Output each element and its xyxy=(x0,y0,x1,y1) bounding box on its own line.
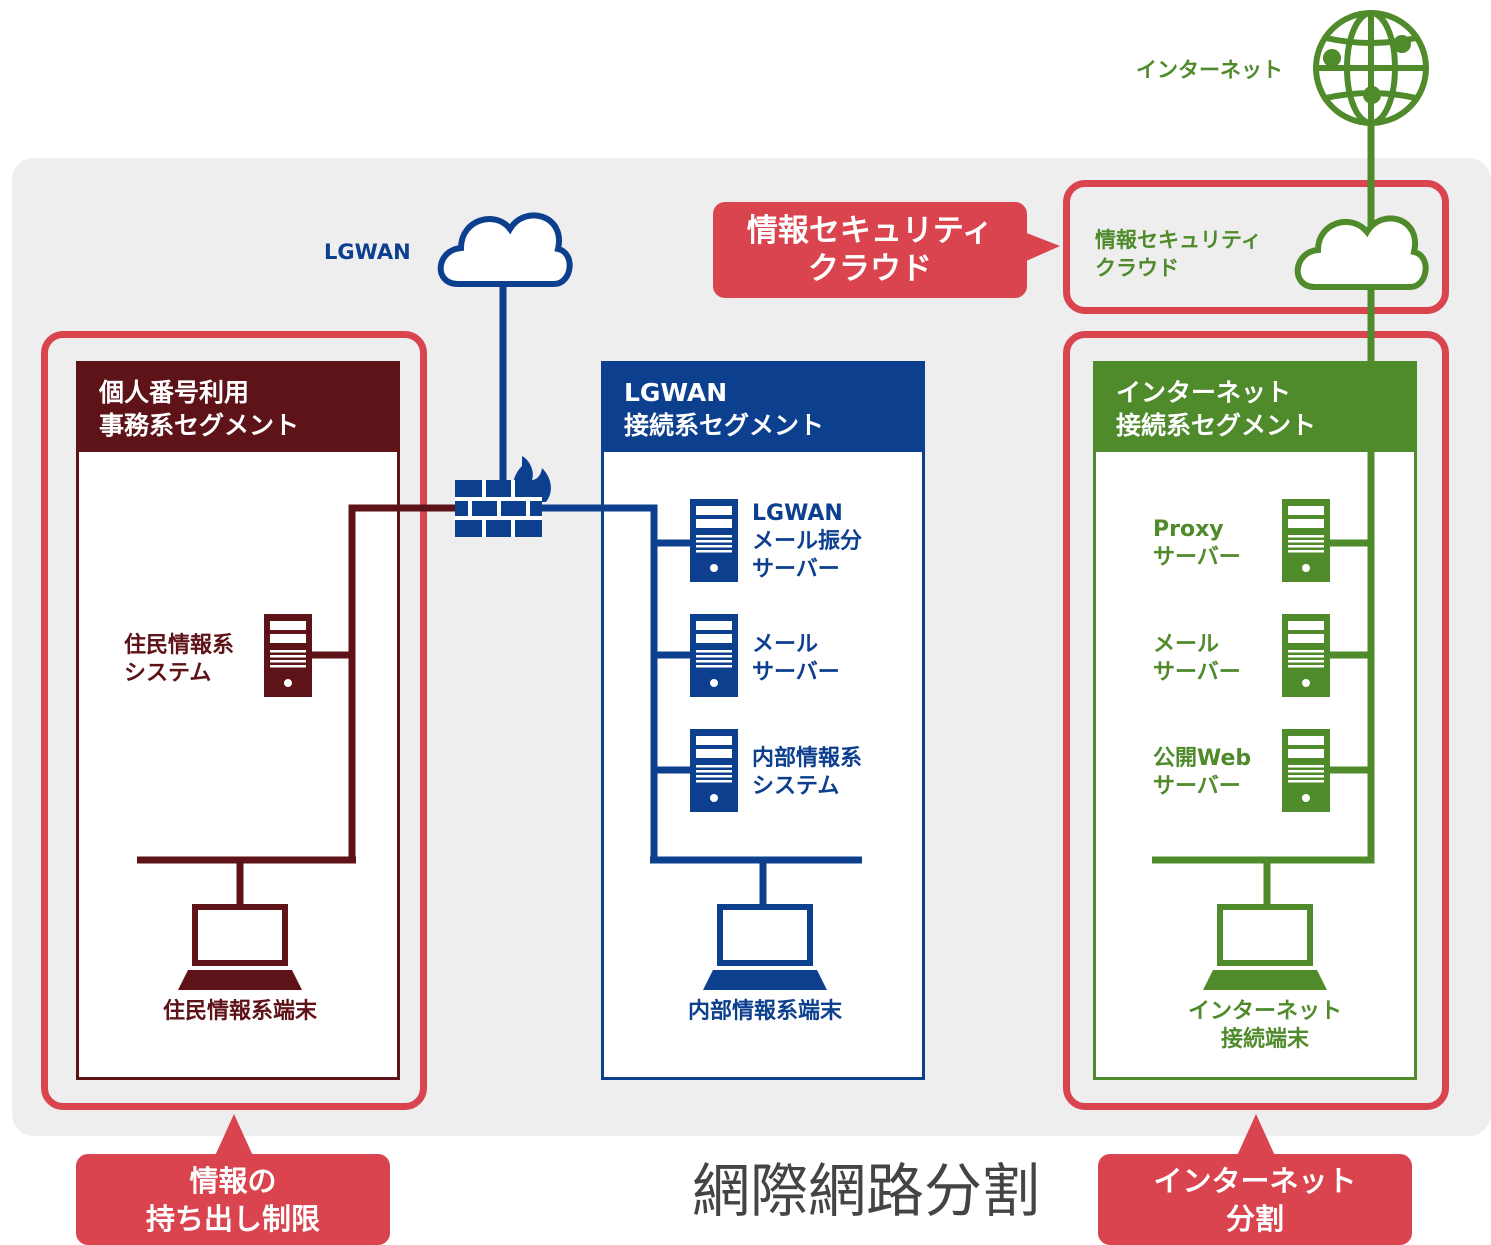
security-cloud-callout: 情報セキュリティ クラウド xyxy=(713,202,1027,298)
server-label: メール サーバー xyxy=(1153,631,1241,687)
internet-network-lines xyxy=(1263,539,1371,905)
server-icon xyxy=(690,614,738,697)
internet-label: インターネット xyxy=(1136,58,1283,82)
globe-icon xyxy=(1313,10,1429,126)
callout-line: クラウド xyxy=(808,251,932,287)
server-icon xyxy=(690,729,738,812)
label-line: サーバー xyxy=(752,557,840,582)
internet-trunk-line xyxy=(1152,123,1375,864)
callout-line: 持ち出し制限 xyxy=(145,1202,320,1236)
server-icon xyxy=(1282,499,1330,582)
label-line: 情報セキュリティ xyxy=(1095,228,1262,252)
label-line: インターネット xyxy=(1187,999,1343,1024)
label-line: メール xyxy=(1153,632,1220,657)
terminal-label: インターネット 接続端末 xyxy=(1188,998,1342,1054)
terminal-label: 住民情報系端末 xyxy=(162,999,318,1024)
callout-pointer xyxy=(214,1114,254,1158)
laptop-icon xyxy=(703,904,827,990)
lgwan-label: LGWAN xyxy=(324,240,411,264)
highlight-box-security-cloud xyxy=(1063,180,1449,314)
caption: 網際網路分割 xyxy=(692,1157,1041,1225)
server-label: メール サーバー xyxy=(752,631,840,687)
callout-line: 分割 xyxy=(1225,1202,1284,1236)
cloud-icon xyxy=(1294,215,1429,290)
label-line: LGWAN xyxy=(752,501,843,526)
label-line: サーバー xyxy=(1153,660,1241,685)
server-label: LGWAN メール振分 サーバー xyxy=(752,500,862,584)
server-icon xyxy=(1282,729,1330,812)
server-label: 住民情報系 システム xyxy=(124,632,234,688)
server-icon xyxy=(264,614,312,697)
segment-title-line: インターネット xyxy=(1116,378,1292,407)
label-line: 接続端末 xyxy=(1220,1027,1310,1052)
server-icon xyxy=(1282,614,1330,697)
segment-mynumber: 個人番号利用 事務系セグメント xyxy=(76,361,400,1080)
segment-internet-header: インターネット 接続系セグメント xyxy=(1096,364,1414,452)
highlight-box-internet xyxy=(1063,331,1449,1110)
label-line: クラウド xyxy=(1095,256,1179,280)
label-line: システム xyxy=(124,661,212,686)
server-icon xyxy=(690,499,738,582)
segment-title-line: 事務系セグメント xyxy=(99,411,300,440)
callout-pointer xyxy=(1024,232,1060,262)
label-line: Proxy xyxy=(1153,517,1224,542)
internet-separation-callout: インターネット 分割 xyxy=(1098,1154,1412,1245)
label-line: サーバー xyxy=(1153,545,1241,570)
callout-line: 情報の xyxy=(189,1164,277,1198)
highlight-box-mynumber xyxy=(41,331,427,1110)
label-line: サーバー xyxy=(1153,774,1241,799)
label-line: 公開Web xyxy=(1153,746,1252,771)
server-label: 内部情報系 システム xyxy=(752,745,862,801)
firewall-icon xyxy=(455,456,551,537)
info-restriction-callout: 情報の 持ち出し制限 xyxy=(76,1154,390,1245)
label-line: メール xyxy=(752,632,819,657)
segment-title-line: 個人番号利用 xyxy=(99,378,250,407)
security-cloud-label: 情報セキュリティ クラウド xyxy=(1095,226,1262,282)
lgwan-network-lines xyxy=(499,284,862,905)
label-line: 内部情報系 xyxy=(752,746,863,771)
server-label: Proxy サーバー xyxy=(1153,516,1241,572)
segment-mynumber-header: 個人番号利用 事務系セグメント xyxy=(79,364,397,452)
segment-lgwan-header: LGWAN 接続系セグメント xyxy=(604,364,922,452)
callout-line: 情報セキュリティ xyxy=(746,213,994,249)
segment-title-line: 接続系セグメント xyxy=(624,411,825,440)
laptop-icon xyxy=(1203,904,1327,990)
label-line: メール振分 xyxy=(752,529,863,554)
label-line: システム xyxy=(752,774,840,799)
terminal-label: 内部情報系端末 xyxy=(687,999,843,1024)
cloud-icon xyxy=(437,212,573,287)
mynumber-network-lines xyxy=(137,504,455,905)
label-line: サーバー xyxy=(752,660,840,685)
segment-title-line: 接続系セグメント xyxy=(1116,411,1317,440)
segment-title-line: LGWAN xyxy=(624,378,728,407)
callout-line: インターネット xyxy=(1153,1164,1357,1198)
server-label: 公開Web サーバー xyxy=(1153,745,1251,801)
label-line: 住民情報系 xyxy=(124,633,235,658)
laptop-icon xyxy=(178,904,302,990)
callout-pointer xyxy=(1236,1114,1276,1158)
